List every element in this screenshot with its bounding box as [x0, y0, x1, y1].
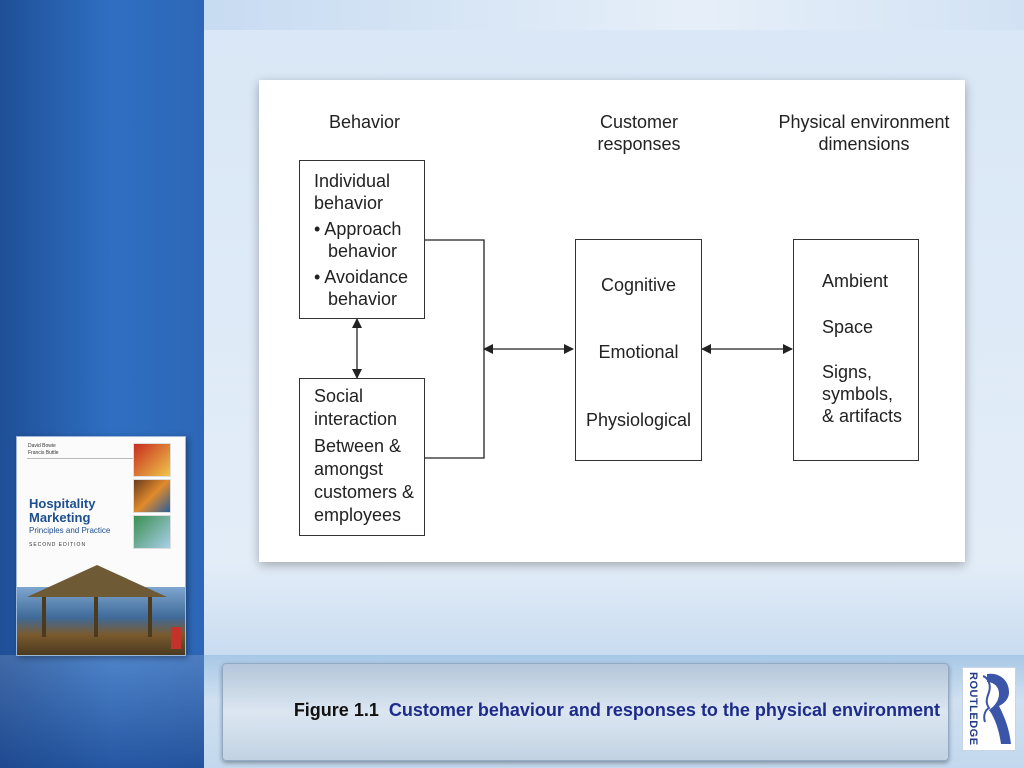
- social-line-5: customers &: [314, 482, 415, 502]
- book-authors: David Bowie Francis Buttle: [28, 443, 59, 457]
- book-publisher-mark: [171, 627, 181, 649]
- book-title: Hospitality Marketing: [29, 497, 95, 525]
- individual-behavior-line-1: Individual: [314, 171, 391, 191]
- header-customer-responses: Customer responses: [574, 111, 704, 155]
- top-strip: [204, 0, 1024, 30]
- dimension-signs: Signs,: [822, 362, 873, 382]
- book-thumbnail-1: [133, 443, 171, 477]
- caption-bar: Figure 1.1 Customer behaviour and respon…: [222, 663, 949, 761]
- dimension-ambient: Ambient: [822, 271, 889, 291]
- header-customer-responses-line-1: Customer: [599, 112, 679, 132]
- individual-behavior-line-2: behavior: [314, 193, 384, 213]
- customer-responses-box: Cognitive Emotional Physiological: [575, 239, 702, 461]
- dimension-space: Space: [822, 317, 874, 337]
- header-physical-environment: Physical environment dimensions: [774, 111, 954, 155]
- book-pavilion-roof: [27, 565, 167, 597]
- avoidance-behavior-bullet-cont: behavior: [328, 289, 398, 309]
- individual-behavior-box: Individual behavior • Approach behavior …: [299, 160, 425, 319]
- response-emotional: Emotional: [598, 342, 679, 362]
- figure-title: Customer behaviour and responses to the …: [388, 700, 940, 720]
- bracket-connector: [425, 239, 485, 459]
- book-rule: [27, 458, 135, 459]
- book-cover: David Bowie Francis Buttle Hospitality M…: [16, 436, 186, 656]
- social-line-1: Social: [314, 386, 364, 406]
- social-line-2: interaction: [314, 409, 398, 429]
- dimension-artifacts: & artifacts: [822, 406, 903, 426]
- book-edition: SECOND EDITION: [29, 542, 87, 548]
- book-title-line-1: Hospitality: [29, 496, 96, 511]
- approach-behavior-bullet: • Approach: [314, 219, 402, 239]
- social-line-3: Between &: [314, 436, 402, 456]
- diagram-connectors: [352, 239, 793, 459]
- book-title-line-2: Marketing: [29, 510, 91, 525]
- social-line-6: employees: [314, 505, 402, 525]
- avoidance-behavior-bullet: • Avoidance: [314, 267, 409, 287]
- book-author-1: David Bowie: [28, 443, 56, 449]
- book-pavilion: [42, 597, 152, 637]
- dimension-symbols: symbols,: [822, 384, 894, 404]
- routledge-logo: ROUTLEDGE: [962, 667, 1016, 751]
- book-thumbnail-3: [133, 515, 171, 549]
- figure-label: Figure 1.1: [293, 700, 379, 720]
- header-behavior: Behavior: [329, 112, 401, 132]
- header-physical-environment-line-2: dimensions: [818, 134, 910, 154]
- book-subtitle: Principles and Practice: [29, 526, 111, 535]
- response-physiological: Physiological: [585, 410, 692, 430]
- book-author-2: Francis Buttle: [28, 450, 59, 456]
- book-thumbnail-2: [133, 479, 171, 513]
- social-line-4: amongst: [314, 459, 384, 479]
- diagram-panel: Behavior Customer responses Physical env…: [259, 80, 965, 562]
- response-cognitive: Cognitive: [600, 275, 677, 295]
- header-physical-environment-line-1: Physical environment: [778, 112, 950, 132]
- figure-caption: Figure 1.1 Customer behaviour and respon…: [223, 700, 940, 721]
- header-customer-responses-line-2: responses: [597, 134, 681, 154]
- social-interaction-box: Social interaction Between & amongst cus…: [299, 378, 425, 536]
- routledge-head-icon: [982, 673, 1011, 744]
- approach-behavior-bullet-cont: behavior: [328, 241, 398, 261]
- environment-dimensions-box: Ambient Space Signs, symbols, & artifact…: [793, 239, 919, 461]
- routledge-wordmark: ROUTLEDGE: [967, 672, 979, 746]
